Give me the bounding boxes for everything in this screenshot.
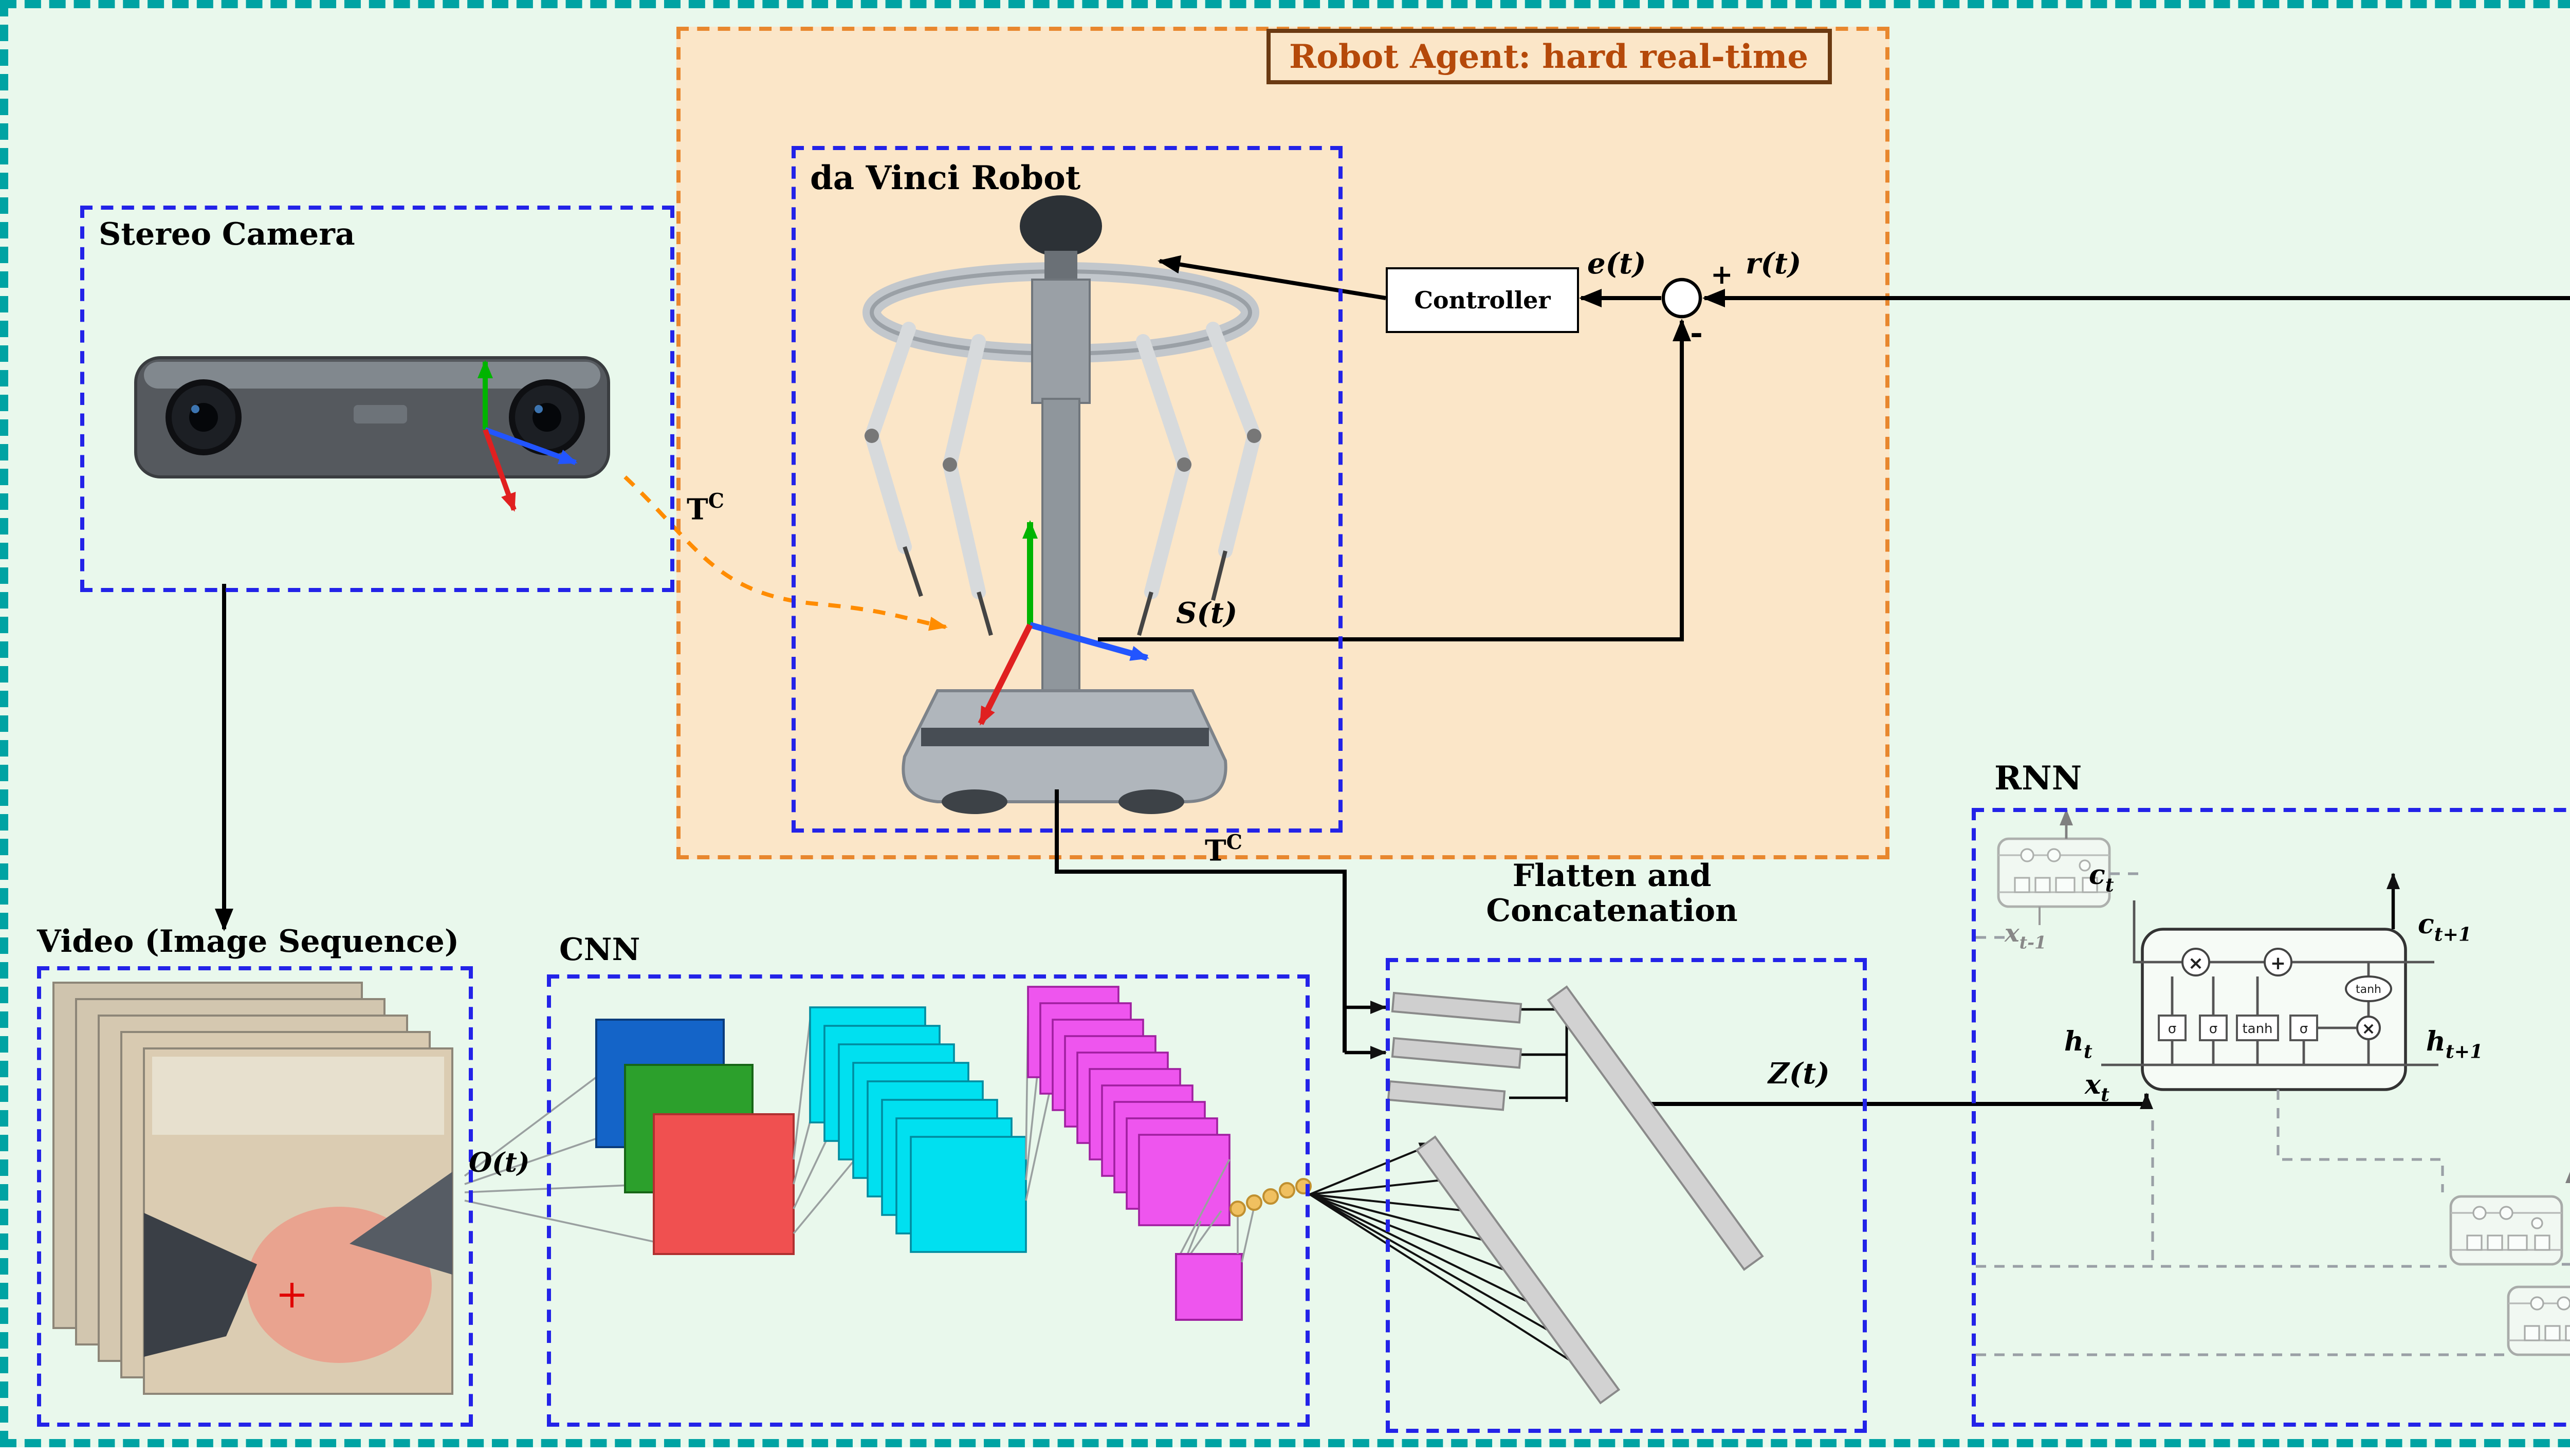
video-frames-illustration	[52, 982, 453, 1395]
davinci-robot-illustration	[862, 195, 1262, 814]
signal-e: e(t)	[1587, 249, 1646, 282]
davinci-title: da Vinci Robot	[810, 158, 1081, 197]
robot-agent-title: Robot Agent: hard real-time	[1266, 29, 1831, 84]
summation-junction	[1661, 278, 1702, 319]
flatten-nodes-dots	[1229, 1178, 1312, 1217]
rnn-c-t-label: ct	[2089, 861, 2114, 898]
lstm-op-multiply: ×	[2188, 953, 2204, 974]
controller-block: Controller	[1386, 267, 1579, 333]
transform-tc-label-2: TC	[1205, 833, 1242, 869]
transform-tc-label-1: TC	[687, 491, 724, 528]
signal-r: r(t)	[1746, 249, 1802, 282]
sum-plus-sign: +	[1711, 261, 1733, 292]
signal-s: S(t)	[1176, 598, 1238, 631]
flatten-title-line1: Flatten and	[1512, 857, 1712, 894]
lstm-gate-tanh: tanh	[2242, 1021, 2272, 1037]
flatten-title: Flatten and Concatenation	[1427, 859, 1797, 927]
video-title: Video (Image Sequence)	[37, 923, 460, 960]
lstm-gate-sigma-1: σ	[2168, 1021, 2176, 1037]
lstm-gate-sigma-2: σ	[2209, 1021, 2217, 1037]
robot-axes-icon	[978, 520, 1149, 726]
diagram-canvas: × + tanh × σ σ tanh σ	[52, 195, 2570, 1405]
lstm-op-add: +	[2270, 953, 2286, 974]
lstm-op-multiply-2: ×	[2362, 1019, 2376, 1038]
cnn-title: CNN	[559, 931, 640, 968]
cnn-illustration	[464, 986, 1312, 1321]
rnn-h-t-label: ht	[2064, 1028, 2092, 1064]
rnn-title: RNN	[1994, 759, 2082, 798]
lstm-tanh-node: tanh	[2356, 983, 2381, 996]
rnn-h-next-label: ht+1	[2426, 1028, 2483, 1064]
camera-axes-icon	[478, 360, 578, 512]
sum-minus-sign: -	[1690, 315, 1703, 352]
camera-to-robot-transform-curve	[623, 475, 948, 631]
rnn-c-next-label: ct+1	[2418, 911, 2472, 947]
rnn-x-t-label: xt	[2085, 1071, 2109, 1108]
flatten-title-line2: Concatenation	[1486, 891, 1738, 928]
signal-z: Z(t)	[1768, 1059, 1830, 1092]
stereo-camera-illustration	[134, 356, 610, 478]
lstm-faded-cells	[1976, 809, 2570, 1356]
signal-o: O(t)	[469, 1149, 530, 1180]
flatten-illustration	[1309, 985, 1764, 1405]
lstm-gate-sigma-3: σ	[2300, 1021, 2308, 1037]
rnn-x-prev-label: xt-1	[2005, 919, 2047, 953]
stereo-camera-title: Stereo Camera	[99, 216, 355, 253]
lstm-main-cell: × + tanh × σ σ tanh σ	[2101, 873, 2438, 1091]
